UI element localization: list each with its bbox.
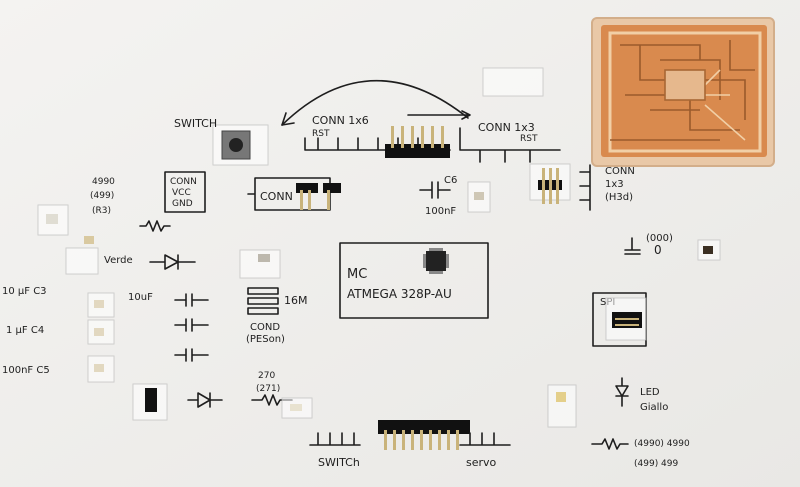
capacitor-right-symbol [624,237,641,255]
resistor-r499-symbol [139,220,171,232]
label-gnd: GND [172,199,193,209]
header-1x3-mid [296,183,341,210]
label-c6-value: 100nF [425,206,456,217]
label-led: LED [640,387,660,398]
label-conn-1x6: CONN 1x6 [312,114,369,127]
switch-component-top [212,124,269,166]
label-rst-right: RST [520,134,538,144]
label-cond: COND [250,322,280,333]
label-r270: 270 [258,371,275,381]
label-vcc: VCC [172,188,191,198]
label-rst-left: RST [312,129,330,139]
resistor-r270-symbol [251,394,293,406]
tape-verde [65,247,99,275]
label-r499-1: 4990 [92,177,115,187]
label-r499-2: (499) [90,191,114,201]
header-1x6 [385,126,450,158]
r499-component [46,214,58,224]
label-r499-3: (R3) [92,206,111,216]
arrow-arc [281,79,469,126]
led-giallo-component [556,392,566,402]
label-mc: MC [347,267,367,282]
label-zero: 0 [654,243,662,257]
label-10uf: 10uF [128,292,153,303]
conn-box [164,171,206,213]
header-bottom [378,420,470,450]
label-c3: 10 µF C3 [2,286,47,297]
label-16m: 16M [284,294,308,307]
arrow-head-left [281,112,295,126]
label-c5: 100nF C5 [2,365,50,376]
switch-bottom-symbol [309,432,361,446]
label-servo: servo [466,456,497,469]
c3-component [94,300,104,308]
l000-component [703,246,713,254]
spi-box [592,292,647,347]
led-giallo-symbol [615,377,629,407]
label-verde: Verde [104,255,133,266]
conn-right-symbol [579,164,591,211]
resonator-symbol [247,287,279,315]
c6-component [474,192,484,200]
tape-r499 [37,204,69,236]
pcb-board [591,17,775,167]
label-conn-1x3: CONN 1x3 [478,121,535,134]
capacitor-c5-symbol [174,348,209,362]
label-giallo: Giallo [640,402,668,413]
led-verde-symbol [149,254,196,270]
servo-symbol [459,432,511,446]
diode-symbol [187,392,223,408]
label-c4: 1 µF C4 [6,325,44,336]
label-atmega: ATMEGA 328P-AU [347,287,452,301]
label-conn-right-1: CONN [605,166,635,177]
label-switch-top: SWITCH [174,117,217,130]
label-r-bottom-2: (499) 499 [634,459,679,469]
header-spi [605,297,647,341]
label-conn-mid: CONN [260,190,293,203]
label-r-bottom-1: (4990) 4990 [634,439,690,449]
capacitor-c6-symbol [419,181,451,199]
label-conn-left: CONN [170,177,197,187]
conn-1x3-symbol [459,127,561,163]
label-c6: C6 [444,175,457,186]
crystal-component [258,254,270,262]
label-r271: (271) [256,384,280,394]
c4-component [94,328,104,336]
led-verde-component [84,236,94,244]
label-cond-sub: (PESon) [246,334,285,345]
label-switch-bottom: SWITCh [318,456,360,469]
mc-box [339,242,489,319]
tape-giallo [547,384,577,428]
tape-strip [482,67,544,97]
atmega-chip [423,248,449,274]
capacitor-c3-symbol [174,293,209,307]
label-l000: (000) [646,233,673,244]
c5-component [94,364,104,372]
arrow-right [407,110,471,120]
r270-component [290,404,302,411]
header-1x3-right [529,163,571,204]
diode-component [145,388,157,412]
label-conn-right-2: 1x3 [605,179,624,190]
resistor-bottom-symbol [591,438,629,450]
capacitor-c4-symbol [174,318,209,332]
label-conn-right-3: (H3d) [605,192,633,203]
